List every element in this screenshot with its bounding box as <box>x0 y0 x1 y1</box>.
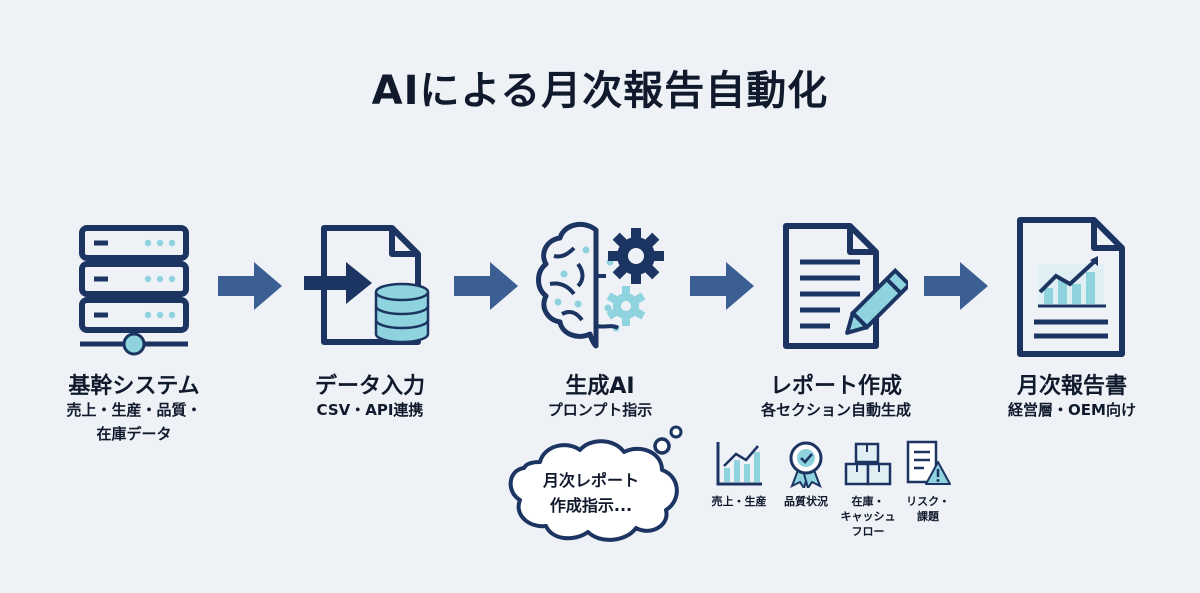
section-risk-issues: リスク・課題 <box>906 495 950 523</box>
step-2-title: データ入力 <box>314 374 425 399</box>
quality-badge-icon <box>789 441 823 488</box>
page-title: AIによる月次報告自動化 <box>371 68 829 114</box>
flow-arrow-1 <box>218 262 282 310</box>
step-1-subtitle: 売上・生産・品質・在庫データ <box>66 401 202 443</box>
report-chart-icon <box>1017 217 1125 357</box>
step-2-subtitle: CSV・API連携 <box>316 401 424 419</box>
bar-chart-icon <box>716 442 762 486</box>
thought-bubble <box>508 425 683 542</box>
ai-brain-icon <box>536 221 664 349</box>
flow-arrow-4 <box>924 262 988 310</box>
flow-arrow-2 <box>454 262 518 310</box>
step-3-subtitle: プロンプト指示 <box>547 401 653 419</box>
step-5-subtitle: 経営層・OEM向け <box>1008 401 1136 419</box>
data-import-icon <box>304 225 430 345</box>
risk-checklist-icon <box>906 440 951 485</box>
flow-arrow-3 <box>690 262 754 310</box>
server-icon <box>79 225 189 356</box>
boxes-icon <box>844 442 892 486</box>
section-quality: 品質状況 <box>784 495 828 508</box>
section-sales-production: 売上・生産 <box>711 495 767 508</box>
section-inventory-cashflow: 在庫・キャッシュフロー <box>840 495 896 538</box>
step-4-subtitle: 各セクション自動生成 <box>760 401 911 419</box>
step-1-title: 基幹システム <box>68 374 200 399</box>
step-3-title: 生成AI <box>565 374 635 399</box>
thought-bubble-text: 月次レポート作成指示... <box>542 471 639 515</box>
step-5-title: 月次報告書 <box>1016 374 1127 399</box>
document-edit-icon <box>783 223 908 349</box>
step-4-title: レポート作成 <box>769 374 902 399</box>
